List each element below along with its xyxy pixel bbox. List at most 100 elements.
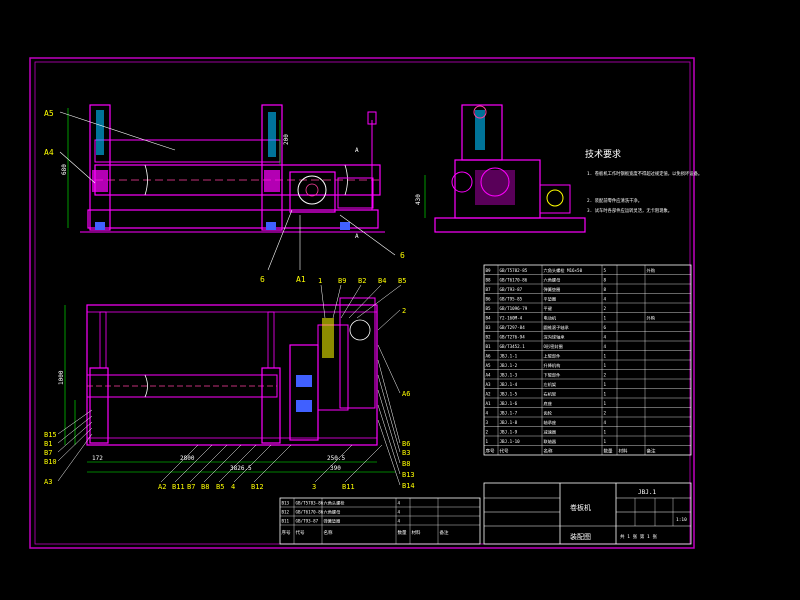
title-block: 卷板机 JBJ.1 装配图 1:10 共 1 张 第 1 张: [483, 482, 692, 545]
bom-cell: GB/T5782-85: [500, 268, 528, 273]
bottom-label: 4: [231, 483, 235, 491]
bottom-label: A2: [158, 483, 166, 491]
bottom-label: B7: [187, 483, 195, 491]
bom-header-cell: 名称: [544, 448, 553, 455]
bom-cell: 下辊部件: [544, 372, 561, 379]
top-label: B2: [358, 277, 366, 285]
bom-cell: 电动机: [544, 315, 557, 322]
label-6-left: 6: [260, 275, 265, 284]
label-A1: A1: [296, 275, 306, 284]
bom-cell: 1: [604, 430, 607, 435]
bom-header-cell: 材料: [619, 448, 628, 455]
bom-cell: GB/T93-87: [500, 287, 523, 292]
left-label: B15: [44, 431, 57, 439]
bom-cell: A2: [486, 392, 492, 397]
bom-header-cell: 备注: [647, 448, 656, 455]
top-label: 1: [318, 277, 322, 285]
sheet-info: 共 1 张 第 1 张: [620, 533, 657, 540]
bom-header-cell: 序号: [486, 448, 495, 455]
left-list-cell: 六角头螺栓: [324, 500, 346, 507]
bom-cell: 3: [486, 420, 489, 425]
bom-cell: 六角头螺栓 M16×50: [544, 267, 583, 274]
bom-cell: A6: [486, 354, 492, 359]
bom-cell: 左机架: [544, 381, 557, 388]
bom-cell: GB/T3452.1: [500, 344, 526, 349]
bottom-label: B11: [172, 483, 185, 491]
tech-title: 技术要求: [585, 148, 621, 160]
bom-cell: 2: [604, 411, 607, 416]
dim-right-small: 250.5: [327, 455, 345, 462]
bom-cell: B1: [486, 344, 492, 349]
tech-req-1: 1. 卷板机工作时钢板宽度不得超过规定值，以免损坏设备。: [587, 170, 702, 177]
left-list-header-cell: 代号: [296, 529, 305, 536]
bom-cell: A3: [486, 382, 492, 387]
front-dim-stroke: 200: [283, 134, 290, 145]
bom-cell: B7: [486, 287, 492, 292]
bom-cell: JBJ.1-3: [500, 373, 518, 378]
front-view: 680 200 A5 A4 6 A1 6 A A: [44, 104, 405, 284]
bom-cell: JBJ.1-4: [500, 382, 518, 387]
bottom-label: B5: [216, 483, 224, 491]
bom-header-cell: 代号: [500, 448, 509, 455]
bom-cell: GB/T297-84: [500, 325, 526, 330]
bom-cell: 4: [486, 411, 489, 416]
bom-cell: 4: [604, 335, 607, 340]
left-list-cell: B11: [282, 519, 290, 524]
left-list-cell: B12: [282, 510, 290, 515]
left-list-header-cell: 备注: [440, 529, 449, 536]
dim-right-small-2: 390: [330, 465, 341, 472]
bottom-label: B11: [342, 483, 355, 491]
bom-cell: 4: [604, 297, 607, 302]
bom-cell: 联轴器: [544, 438, 557, 445]
left-list-cell: 弹簧垫圈: [324, 518, 341, 525]
bom-cell: 右机架: [544, 391, 557, 398]
bom-cell: 8: [604, 287, 607, 292]
bom-cell: 5: [604, 268, 607, 273]
svg-text:430: 430: [415, 194, 422, 205]
bom-cell: JBJ.1-7: [500, 411, 518, 416]
bom-cell: B8: [486, 278, 492, 283]
left-label: B7: [44, 449, 52, 457]
bom-cell: JBJ.1-2: [500, 363, 518, 368]
bom-cell: JBJ.1-10: [500, 439, 521, 444]
left-list-cell: 4: [398, 501, 401, 506]
bom-cell: 深沟球轴承: [544, 334, 566, 341]
bom-cell: B4: [486, 316, 492, 321]
bom-cell: JBJ.1-1: [500, 354, 518, 359]
right-label: B14: [402, 482, 415, 490]
left-list-header-cell: 序号: [282, 529, 291, 536]
bom-cell: 1: [604, 354, 607, 359]
left-list-header-cell: 数量: [398, 529, 407, 536]
bom-cell: 4: [604, 344, 607, 349]
tech-req-2: 2. 装配前零件应清洗干净。: [587, 197, 642, 204]
right-label: B8: [402, 460, 410, 468]
top-label: B9: [338, 277, 346, 285]
bom-cell: 外购: [647, 267, 655, 274]
bom-cell: 1: [604, 392, 607, 397]
bottom-label: B8: [201, 483, 209, 491]
bom-cell: 弹簧垫圈: [544, 286, 561, 293]
bom-cell: B2: [486, 335, 492, 340]
left-list-cell: 六角螺母: [324, 509, 341, 516]
bom-cell: GB/T95-85: [500, 297, 523, 302]
left-label: B10: [44, 458, 57, 466]
dim-length: 2800: [180, 455, 195, 462]
left-list-header-cell: 名称: [324, 529, 333, 536]
bom-cell: 1: [604, 439, 607, 444]
bom-cell: 1: [486, 439, 489, 444]
bom-cell: 底座: [544, 400, 552, 407]
left-list-cell: B13: [282, 501, 290, 506]
bom-cell: B9: [486, 268, 492, 273]
bom-cell: 1: [604, 363, 607, 368]
bom-cell: 2: [604, 306, 607, 311]
bom-cell: 外购: [647, 315, 655, 322]
bom-cell: A1: [486, 401, 492, 406]
bom-cell: 2: [604, 373, 607, 378]
left-list-cell: 4: [398, 510, 401, 515]
top-view: 2800 3826.5 172 250.5 390 1000: [58, 297, 395, 473]
drawing-ratio: 1:10: [676, 517, 687, 523]
bom-cell: B6: [486, 297, 492, 302]
label-A5: A5: [44, 109, 54, 118]
